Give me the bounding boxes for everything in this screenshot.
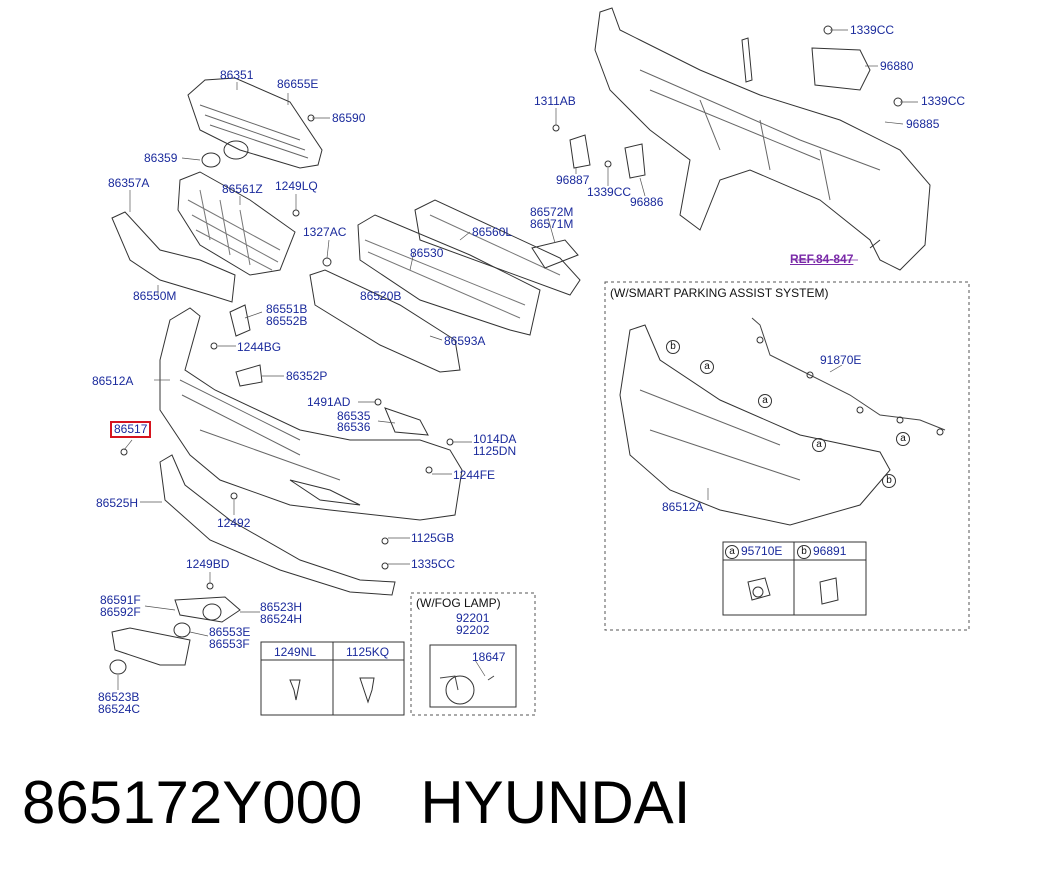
footer-part-number: 865172Y000 [22, 769, 363, 836]
label-86512A-spa: 86512A [662, 500, 704, 514]
callout-b-2: b [882, 474, 896, 488]
fog-lamp-box-title: (W/FOG LAMP) [416, 596, 501, 610]
lower-beam-shape [309, 269, 461, 373]
absorber-shape [414, 199, 581, 296]
callout-a-1: a [700, 360, 714, 374]
label-86551B: 86551B [266, 302, 308, 316]
label-86359: 86359 [144, 151, 178, 165]
label-1311AB: 1311AB [534, 94, 576, 108]
label-86535: 86535 [337, 409, 371, 423]
fastener-cell-1249NL: 1249NL [274, 645, 317, 659]
label-91870E: 91870E [820, 353, 862, 367]
lower-lip-shape [159, 454, 396, 596]
label-86525H: 86525H [96, 496, 139, 510]
spa-bumper-shape [619, 324, 891, 526]
label-86561Z: 86561Z [222, 182, 263, 196]
fog-lamp-shape [445, 675, 475, 705]
grille-lower-shape [177, 171, 296, 276]
label-96880: 96880 [880, 59, 914, 73]
label-86536: 86536 [337, 420, 371, 434]
callout-a-4: a [896, 432, 910, 446]
label-86520B: 86520B [360, 289, 402, 303]
label-86512A: 86512A [92, 374, 134, 388]
label-96885: 96885 [906, 117, 940, 131]
label-1491AD: 1491AD [307, 395, 351, 409]
diagram-artwork [109, 7, 970, 716]
label-1244BG: 1244BG [237, 340, 282, 354]
label-86552B: 86552B [266, 314, 308, 328]
cowl-crossmember-shape [594, 7, 931, 271]
label-1125GB: 1125GB [411, 531, 455, 545]
label-1327AC: 1327AC [303, 225, 347, 239]
label-86590: 86590 [332, 111, 366, 125]
label-86524H: 86524H [260, 612, 303, 626]
callout-a-2: a [758, 394, 772, 408]
label-96887: 96887 [556, 173, 590, 187]
label-1125DN: 1125DN [473, 444, 517, 458]
label-86553E: 86553E [209, 625, 251, 639]
smart-parking-box-title: (W/SMART PARKING ASSIST SYSTEM) [610, 286, 829, 300]
label-1244FE: 1244FE [453, 468, 496, 482]
label-86523H: 86523H [260, 600, 303, 614]
label-86591F: 86591F [100, 593, 141, 607]
label-86530: 86530 [410, 246, 444, 260]
label-86593A: 86593A [444, 334, 486, 348]
callout-b-1: b [666, 340, 680, 354]
label-86550M: 86550M [133, 289, 177, 303]
footer-caption: 865172Y000 HYUNDAI [22, 768, 690, 838]
label-18647: 18647 [472, 650, 506, 664]
label-1249BD: 1249BD [186, 557, 230, 571]
label-86352P: 86352P [286, 369, 328, 383]
label-1339CC-top: 1339CC [850, 23, 895, 37]
label-96886: 96886 [630, 195, 664, 209]
label-86592F: 86592F [100, 605, 141, 619]
label-86524C: 86524C [98, 702, 141, 716]
label-86553F: 86553F [209, 637, 250, 651]
label-12492: 12492 [217, 516, 251, 530]
ref-link-84-847[interactable]: REF.84-847 [790, 252, 854, 266]
label-86517-highlighted[interactable]: 86517 [110, 421, 152, 438]
parts-diagram: 86351 86655E 86590 86359 86357A 86561Z 1… [92, 7, 970, 716]
label-1335CC: 1335CC [411, 557, 456, 571]
label-86523B: 86523B [98, 690, 140, 704]
label-86357A: 86357A [108, 176, 150, 190]
label-86572M: 86572M [530, 205, 574, 219]
label-92201: 92201 [456, 611, 490, 625]
bumper-cover-shape [159, 307, 463, 521]
label-86351: 86351 [220, 68, 254, 82]
rear-beam-shape [357, 214, 541, 336]
label-86571M: 86571M [530, 217, 574, 231]
callout-a-3: a [812, 438, 826, 452]
grille-upper-shape [187, 77, 323, 169]
label-1249LQ: 1249LQ [275, 179, 318, 193]
fog-bezel-shape [111, 627, 191, 666]
fastener-cell-1125KQ: 1125KQ [346, 645, 390, 659]
emblem-shape [223, 140, 249, 160]
label-1339CC-right: 1339CC [921, 94, 966, 108]
garnish-shape [111, 211, 236, 303]
footer-brand: HYUNDAI [420, 769, 691, 836]
label-86655E: 86655E [277, 77, 319, 91]
label-86560L: 86560L [472, 225, 513, 239]
label-1014DA: 1014DA [473, 432, 517, 446]
label-92202: 92202 [456, 623, 490, 637]
label-1339CC-mid: 1339CC [587, 185, 632, 199]
